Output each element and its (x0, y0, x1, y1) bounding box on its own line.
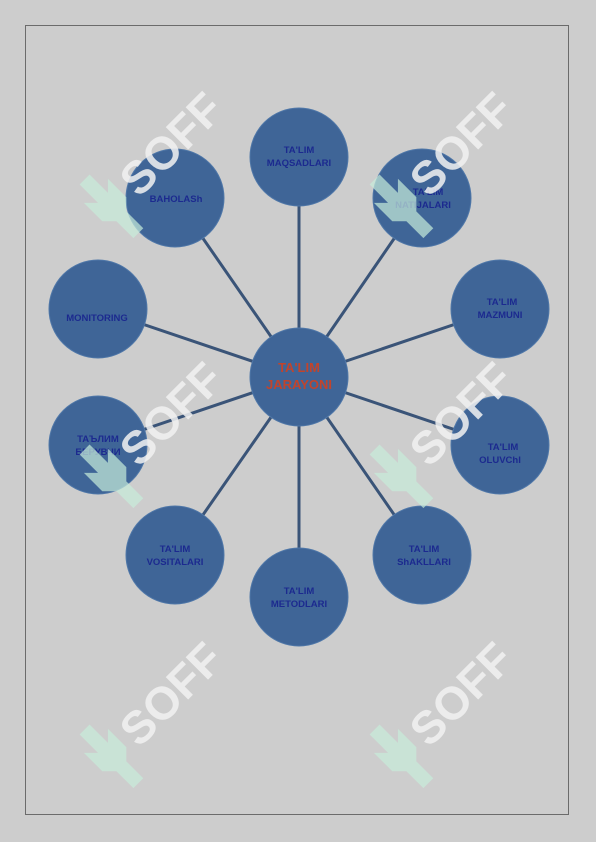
node-label-line1: TA'LIM (487, 297, 518, 308)
node-label-line2: ShAKLLARI (397, 557, 451, 568)
node-label-line2: NATIJALARI (395, 200, 451, 211)
node-circle (249, 107, 349, 207)
watermark-logo-icon (369, 444, 434, 509)
node-oluvchi: TA'LIM OLUVChI (450, 395, 550, 495)
node-label-line1: TA'LIM (160, 544, 191, 555)
node-natijalari: TA'LIM NATIJALARI (372, 148, 472, 248)
node-circle (249, 547, 349, 647)
node-monitoring: MONITORING (48, 259, 148, 359)
node-label-line2: METODLARI (271, 599, 327, 610)
watermark-text: SOFF (399, 632, 523, 756)
node-circle (450, 395, 550, 495)
node-circle (372, 148, 472, 248)
node-label-line1: TA'LIM (284, 586, 315, 597)
node-label-line1: TA'LIM (488, 442, 519, 453)
node-label-line1: TA'LIM (409, 544, 440, 555)
node-maqsadlari: TA'LIM MAQSADLARI (249, 107, 349, 207)
watermark: SOFF (369, 632, 523, 789)
node-label-line2: VOSITALARI (147, 557, 204, 568)
watermark-logo-icon (79, 724, 144, 789)
center-label-line1: TA'LIM (278, 360, 320, 375)
node-circle (372, 505, 472, 605)
node-label-line1: TAЪЛИМ (77, 434, 119, 445)
node-shakllari: TA'LIM ShAKLLARI (372, 505, 472, 605)
center-node: TA'LIM JARAYONI (249, 327, 349, 427)
node-vositalari: TA'LIM VOSITALARI (125, 505, 225, 605)
watermark-text: SOFF (109, 632, 233, 756)
watermark-logo-icon (369, 174, 434, 239)
node-circle (450, 259, 550, 359)
node-label-line2: MAQSADLARI (267, 158, 331, 169)
node-label-line2: MAZMUNI (478, 310, 523, 321)
watermark-logo-icon (79, 444, 144, 509)
watermark: SOFF (79, 632, 233, 789)
node-label-line2: OLUVChI (479, 455, 521, 466)
node-label-line1: TA'LIM (284, 145, 315, 156)
node-circle (125, 505, 225, 605)
node-label-line1: TA'LIM (413, 187, 444, 198)
node-metodlari: TA'LIM METODLARI (249, 547, 349, 647)
center-circle (249, 327, 349, 427)
center-label-line2: JARAYONI (266, 377, 332, 392)
page-border (25, 25, 569, 815)
watermark-logo-icon (369, 724, 434, 789)
node-label-line1: BAHOLASh (150, 194, 203, 205)
node-circle (48, 259, 148, 359)
watermark-logo-icon (79, 174, 144, 239)
node-mazmuni: TA'LIM MAZMUNI (450, 259, 550, 359)
node-label-line1: MONITORING (66, 313, 128, 324)
node-label-line2: БЕРУВЧИ (75, 447, 120, 458)
